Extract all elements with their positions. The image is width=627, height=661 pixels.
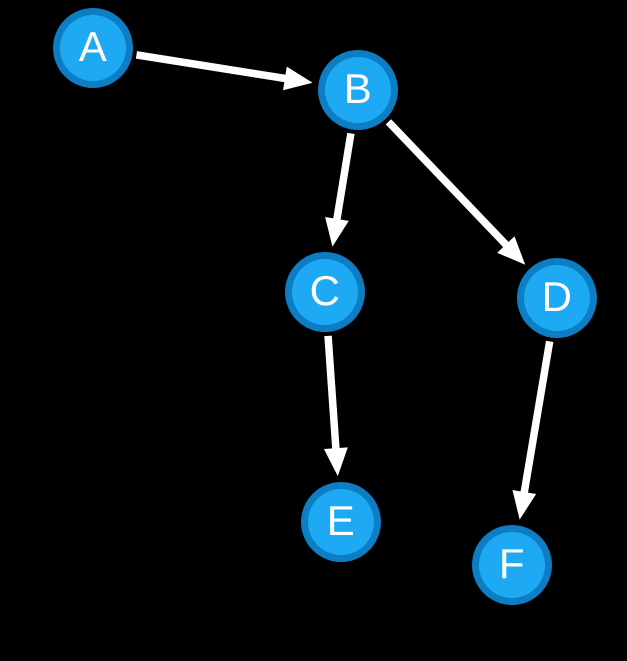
edge-line-B-D — [385, 119, 511, 250]
graph-node-A[interactable]: A — [53, 8, 133, 88]
graph-node-label: A — [78, 23, 108, 70]
graph-node-circle: B — [325, 57, 391, 123]
graph-node-label: E — [326, 497, 356, 544]
graph-node-label: D — [541, 273, 573, 320]
graph-node-C[interactable]: C — [285, 252, 365, 332]
edge-arrowhead-A-B — [283, 66, 313, 91]
graph-node-label: F — [498, 540, 526, 587]
graph-node-circle: A — [60, 15, 126, 81]
graph-node-label: B — [343, 65, 373, 112]
edge-line-A-B — [135, 51, 289, 83]
graph-node-circle: F — [479, 532, 545, 598]
graph-node-circle: C — [292, 259, 358, 325]
graph-node-F[interactable]: F — [472, 525, 552, 605]
edge-arrowhead-C-E — [323, 447, 348, 477]
edge-line-C-E — [324, 335, 340, 452]
graph-node-label: C — [309, 267, 341, 314]
edge-arrowhead-B-D — [497, 236, 526, 265]
graph-node-B[interactable]: B — [318, 50, 398, 130]
edge-line-D-F — [520, 340, 554, 496]
graph-node-circle: E — [308, 489, 374, 555]
edge-arrowhead-B-C — [325, 217, 349, 247]
graph-node-D[interactable]: D — [517, 258, 597, 338]
edge-arrowhead-D-F — [512, 490, 537, 520]
graph-node-circle: D — [524, 265, 590, 331]
graph-node-E[interactable]: E — [301, 482, 381, 562]
edge-line-B-C — [332, 132, 355, 223]
